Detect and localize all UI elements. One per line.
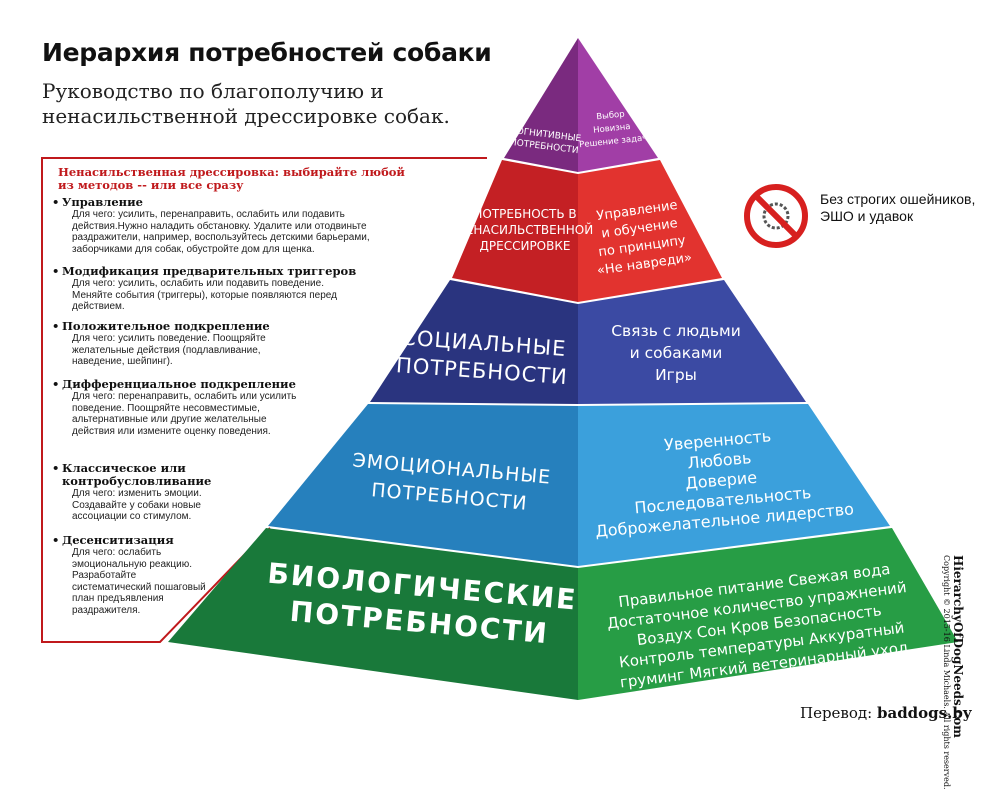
footer-site: baddogs.by <box>876 704 972 722</box>
method-head: Дифференциальное подкрепление <box>52 378 310 392</box>
no-collar-label: Без строгих ошейников, ЭШО и удавок <box>820 191 976 224</box>
method-desc: Для чего: усилить, перенаправить, ослаби… <box>72 209 370 255</box>
method-item: Классическое или контробусловливание Для… <box>52 462 242 523</box>
tier4-right-face <box>578 404 890 566</box>
tier-text-line: и собаками <box>630 344 723 362</box>
side-copyright: Copyright © 2015-16 Linda Michaels. All … <box>942 555 951 790</box>
method-item: Положительное подкрепление Для чего: уси… <box>52 320 310 368</box>
tier3-right-face <box>578 280 806 404</box>
method-head: Классическое или контробусловливание <box>52 462 242 488</box>
subtitle-line-1: Руководство по благополучию и <box>42 79 384 103</box>
tier-text-line: Связь с людьми <box>611 322 741 340</box>
method-head: Модификация предварительных триггеров <box>52 265 362 279</box>
method-item: Модификация предварительных триггеров Дл… <box>52 265 362 313</box>
tier-text-line: НЕНАСИЛЬСТВЕННОЙ <box>457 222 593 237</box>
side-credits: HierarchyOfDogNeeds.com Copyright © 2015… <box>942 555 965 795</box>
method-desc: Для чего: ослабить эмоциональную реакцию… <box>72 547 206 616</box>
method-item: Десенситизация Для чего: ослабить эмоцио… <box>52 534 212 616</box>
panel-title: Ненасильственная дрессировка: выбирайте … <box>58 165 405 192</box>
tier-text-line: ПОТРЕБНОСТЬ В <box>473 207 576 221</box>
subtitle-line-2: ненасильственной дрессировке собак. <box>42 104 450 128</box>
tier3-left-face <box>370 280 578 404</box>
method-desc: Для чего: усилить поведение. Поощряйте ж… <box>72 333 266 367</box>
tier-text-line: Новизна <box>593 122 631 136</box>
method-item: Управление Для чего: усилить, перенаправ… <box>52 196 410 255</box>
no-collar-icon <box>744 184 808 248</box>
tier-text-line: ДРЕССИРОВКЕ <box>480 239 571 253</box>
tier1-left-face <box>504 38 578 172</box>
footer-label: Перевод: <box>800 704 873 722</box>
method-head: Управление <box>52 196 410 210</box>
side-site: HierarchyOfDogNeeds.com <box>951 555 965 738</box>
method-desc: Для чего: перенаправить, ослабить или ус… <box>72 391 297 437</box>
tier2-left-face <box>452 160 578 302</box>
method-item: Дифференциальное подкрепление Для чего: … <box>52 378 310 437</box>
footer-credit: Перевод: baddogs.by <box>800 704 972 722</box>
method-head: Десенситизация <box>52 534 212 548</box>
panel-frame <box>41 157 487 643</box>
tier1-right-face <box>578 38 658 172</box>
tier-text-line: Выбор <box>596 109 625 122</box>
tier2-right-face <box>578 160 722 302</box>
tier-text-line: Игры <box>655 366 697 384</box>
tier4-left-face <box>268 404 578 566</box>
tier5-right-face <box>578 528 958 700</box>
method-desc: Для чего: изменить эмоции. Создавайте у … <box>72 488 202 522</box>
tier5-left-face <box>168 528 578 700</box>
method-desc: Для чего: усилить, ослабить или подавить… <box>72 278 337 312</box>
page-title: Иерархия потребностей собаки <box>42 38 492 67</box>
method-head: Положительное подкрепление <box>52 320 310 334</box>
